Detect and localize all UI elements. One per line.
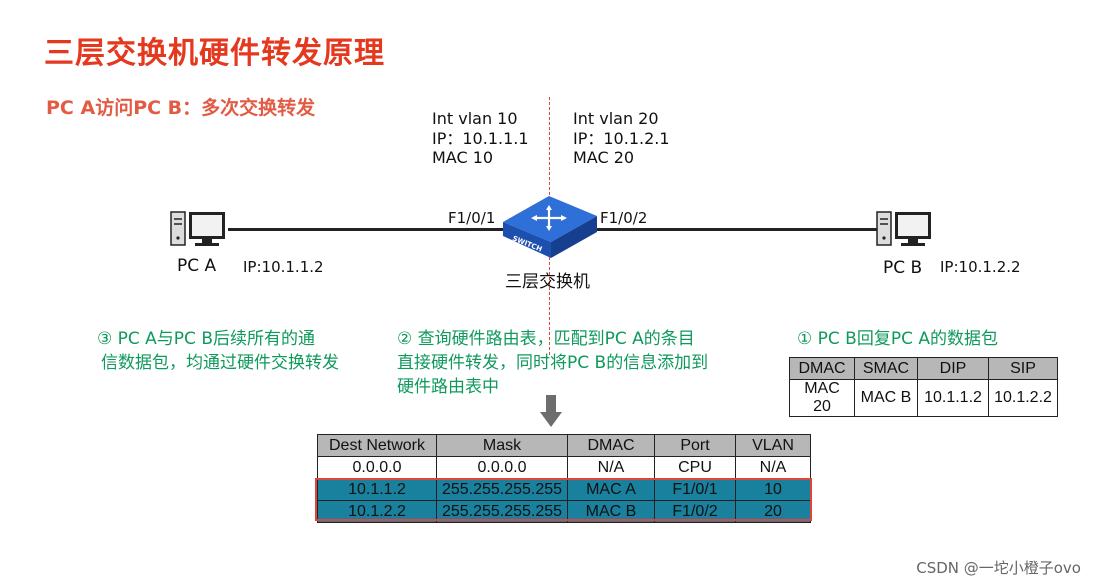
packet-header-table: DMAC SMAC DIP SIP MAC 20 MAC B 10.1.1.2 … xyxy=(789,357,1058,417)
vlan20-interface: Int vlan 20 xyxy=(573,109,659,128)
route-cell: N/A xyxy=(567,456,655,479)
table-row: 0.0.0.0 0.0.0.0 N/A CPU N/A xyxy=(317,456,811,479)
pc-b-name: PC B xyxy=(883,258,923,278)
packet-col-dmac: DMAC xyxy=(789,357,855,380)
route-cell: N/A xyxy=(735,456,811,479)
step1-text: ① PC B回复PC A的数据包 xyxy=(797,327,998,351)
route-cell: 10.1.1.2 xyxy=(317,478,437,501)
packet-col-dip: DIP xyxy=(917,357,989,380)
packet-cell-dmac: MAC 20 xyxy=(789,379,855,417)
vlan20-mac: MAC 20 xyxy=(573,148,635,167)
port-left-label: F1/0/1 xyxy=(448,209,496,227)
vlan10-mac: MAC 10 xyxy=(432,148,494,167)
route-col-dest: Dest Network xyxy=(317,434,437,457)
layer3-switch-icon: SWITCH xyxy=(500,192,600,262)
down-arrow-icon xyxy=(539,395,563,429)
route-cell: 0.0.0.0 xyxy=(317,456,437,479)
route-cell: 0.0.0.0 xyxy=(436,456,568,479)
step3-line2: 信数据包，均通过硬件交换转发 xyxy=(101,353,339,373)
pc-a-name: PC A xyxy=(177,256,217,276)
step1-line1: ① PC B回复PC A的数据包 xyxy=(797,329,998,349)
port-right-label: F1/0/2 xyxy=(600,209,648,227)
packet-cell-dip: 10.1.1.2 xyxy=(917,379,989,417)
step2-line1: ② 查询硬件路由表，匹配到PC A的条目 xyxy=(397,329,695,349)
page-subtitle: PC A访问PC B：多次交换转发 xyxy=(46,97,316,119)
vlan10-info: Int vlan 10 IP：10.1.1.1 MAC 10 xyxy=(432,109,529,168)
pc-b-computer-icon xyxy=(875,210,933,248)
vlan10-ip: IP：10.1.1.1 xyxy=(432,128,529,148)
route-cell: F1/0/1 xyxy=(654,478,736,501)
packet-cell-sip: 10.1.2.2 xyxy=(988,379,1058,417)
link-switch-pcb xyxy=(592,228,877,231)
route-cell: 255.255.255.255 xyxy=(436,500,568,523)
pc-a-ip: IP:10.1.1.2 xyxy=(243,258,324,276)
route-cell: CPU xyxy=(654,456,736,479)
route-col-port: Port xyxy=(654,434,736,457)
pc-a-computer-icon xyxy=(169,210,227,248)
route-col-vlan: VLAN xyxy=(735,434,811,457)
packet-col-sip: SIP xyxy=(988,357,1058,380)
hardware-route-table: Dest Network Mask DMAC Port VLAN 0.0.0.0… xyxy=(317,434,811,523)
step2-text: ② 查询硬件路由表，匹配到PC A的条目 直接硬件转发，同时将PC B的信息添加… xyxy=(397,327,708,399)
route-highlight-frame xyxy=(315,478,812,521)
csdn-watermark: CSDN @一坨小橙子ovo xyxy=(916,559,1081,577)
route-col-mask: Mask xyxy=(436,434,568,457)
route-cell: 10 xyxy=(735,478,811,501)
table-row: 10.1.2.2 255.255.255.255 MAC B F1/0/2 20 xyxy=(317,500,811,523)
switch-label: 三层交换机 xyxy=(505,272,590,292)
pc-b-ip: IP:10.1.2.2 xyxy=(940,258,1021,276)
vlan20-info: Int vlan 20 IP：10.1.2.1 MAC 20 xyxy=(573,109,670,168)
vlan10-interface: Int vlan 10 xyxy=(432,109,518,128)
packet-col-smac: SMAC xyxy=(854,357,918,380)
step2-line2: 直接硬件转发，同时将PC B的信息添加到 xyxy=(397,353,709,373)
route-cell: 20 xyxy=(735,500,811,523)
packet-cell-smac: MAC B xyxy=(854,379,918,417)
page-title: 三层交换机硬件转发原理 xyxy=(44,36,385,71)
vlan20-ip: IP：10.1.2.1 xyxy=(573,128,670,148)
route-col-dmac: DMAC xyxy=(567,434,655,457)
route-cell: F1/0/2 xyxy=(654,500,736,523)
link-pca-switch xyxy=(228,228,508,231)
route-cell: 10.1.2.2 xyxy=(317,500,437,523)
step3-text: ③ PC A与PC B后续所有的通 信数据包，均通过硬件交换转发 xyxy=(97,327,339,375)
step3-line1: ③ PC A与PC B后续所有的通 xyxy=(97,329,315,349)
step2-line3: 硬件路由表中 xyxy=(397,377,499,397)
